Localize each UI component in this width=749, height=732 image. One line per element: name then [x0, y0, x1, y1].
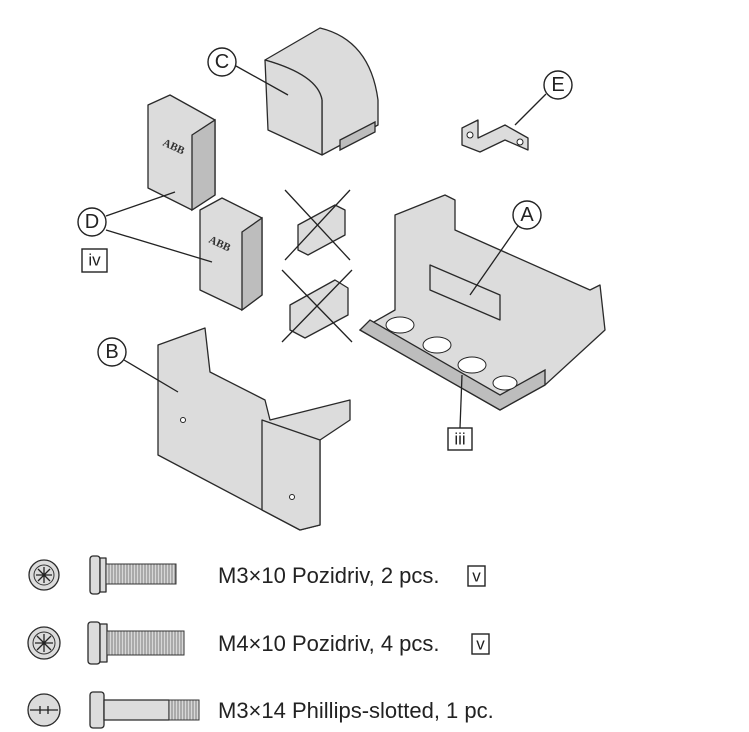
- part-a-chassis: [358, 194, 606, 411]
- svg-text:B: B: [105, 341, 118, 363]
- callout-b: B: [97, 337, 127, 367]
- svg-text:v: v: [472, 567, 481, 586]
- callout-d: D: [77, 207, 107, 237]
- svg-text:A: A: [520, 204, 534, 226]
- part-d-module-lower: ABB: [199, 197, 263, 312]
- pozidriv-head-icon: [27, 626, 61, 660]
- part-d-module-upper: ABB: [147, 94, 216, 212]
- svg-text:iii: iii: [454, 430, 465, 449]
- part-b-cover: [157, 327, 351, 531]
- svg-text:C: C: [215, 51, 229, 73]
- callout-e: E: [543, 70, 573, 100]
- screw-m4x10: M4×10 Pozidriv, 4 pcs. v: [27, 621, 490, 665]
- screw-label: M3×14 Phillips-slotted, 1 pc.: [218, 698, 494, 723]
- ref-iii: iii: [447, 427, 473, 451]
- excluded-part-2: [281, 269, 353, 343]
- svg-text:iv: iv: [88, 251, 101, 270]
- ref-v: v: [471, 633, 490, 655]
- ref-v: v: [467, 565, 486, 587]
- pozidriv-head-icon: [28, 559, 60, 591]
- callout-a: A: [512, 200, 542, 230]
- screw-label: M4×10 Pozidriv, 4 pcs.: [218, 631, 440, 656]
- ref-iv: iv: [81, 248, 108, 273]
- excluded-part-1: [284, 189, 351, 261]
- phillips-slotted-head-icon: [27, 693, 61, 727]
- svg-text:D: D: [85, 211, 99, 233]
- svg-text:v: v: [476, 635, 485, 654]
- screw-label: M3×10 Pozidriv, 2 pcs.: [218, 563, 440, 588]
- svg-text:E: E: [551, 74, 564, 96]
- part-e-bracket: [461, 119, 529, 153]
- screw-m3x10: M3×10 Pozidriv, 2 pcs. v: [28, 555, 486, 595]
- callout-c: C: [207, 47, 237, 77]
- screw-m3x14: M3×14 Phillips-slotted, 1 pc.: [27, 691, 494, 729]
- part-c-cover: [264, 27, 379, 156]
